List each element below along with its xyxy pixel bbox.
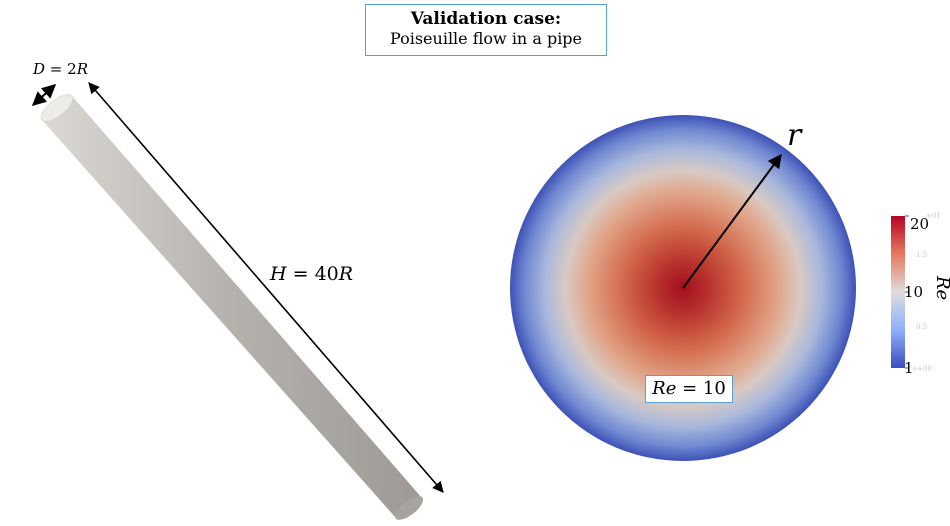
height-arrow [88,82,444,493]
height-label: H = 40R [269,263,353,285]
diameter-R: R [76,60,88,78]
colorbar-mid-label: 10 [904,283,923,301]
radius-label: r [787,118,803,153]
colorbar-max-label: 20 [910,215,929,233]
height-eq: = 40 [287,263,339,285]
diameter-eq: = 2 [45,60,77,78]
title-box: Validation case: Poiseuille flow in a pi… [365,4,607,56]
colorbar-gradient [891,216,905,368]
title-subheading: Poiseuille flow in a pipe [389,29,583,48]
colorbar-minor-lower: 0.5 [916,323,927,331]
radius-arrow [682,153,782,289]
colorbar: 20 +01 1.5 10 0.5 1 e+00 Re [891,212,950,377]
pipe-cylinder [40,94,424,520]
height-R: R [338,263,353,285]
colorbar-min-exp: e+00 [913,365,932,373]
colorbar-minor-upper: 1.5 [916,251,927,259]
pipe-body [42,96,422,518]
colorbar-title: Re [932,275,950,300]
reynolds-var: Re [652,378,677,399]
diameter-arrow [31,84,57,106]
reynolds-box: Re = 10 [645,375,733,403]
title-heading: Validation case: [410,9,562,29]
diameter-label: D = 2R [32,60,88,78]
diameter-var: D [32,60,45,78]
pipe-bottom-end [394,496,424,520]
colorbar-max-exp: +01 [926,212,941,220]
reynolds-eq: = 10 [676,378,726,399]
colorbar-min-label: 1 [904,359,914,377]
height-var: H [269,263,287,285]
